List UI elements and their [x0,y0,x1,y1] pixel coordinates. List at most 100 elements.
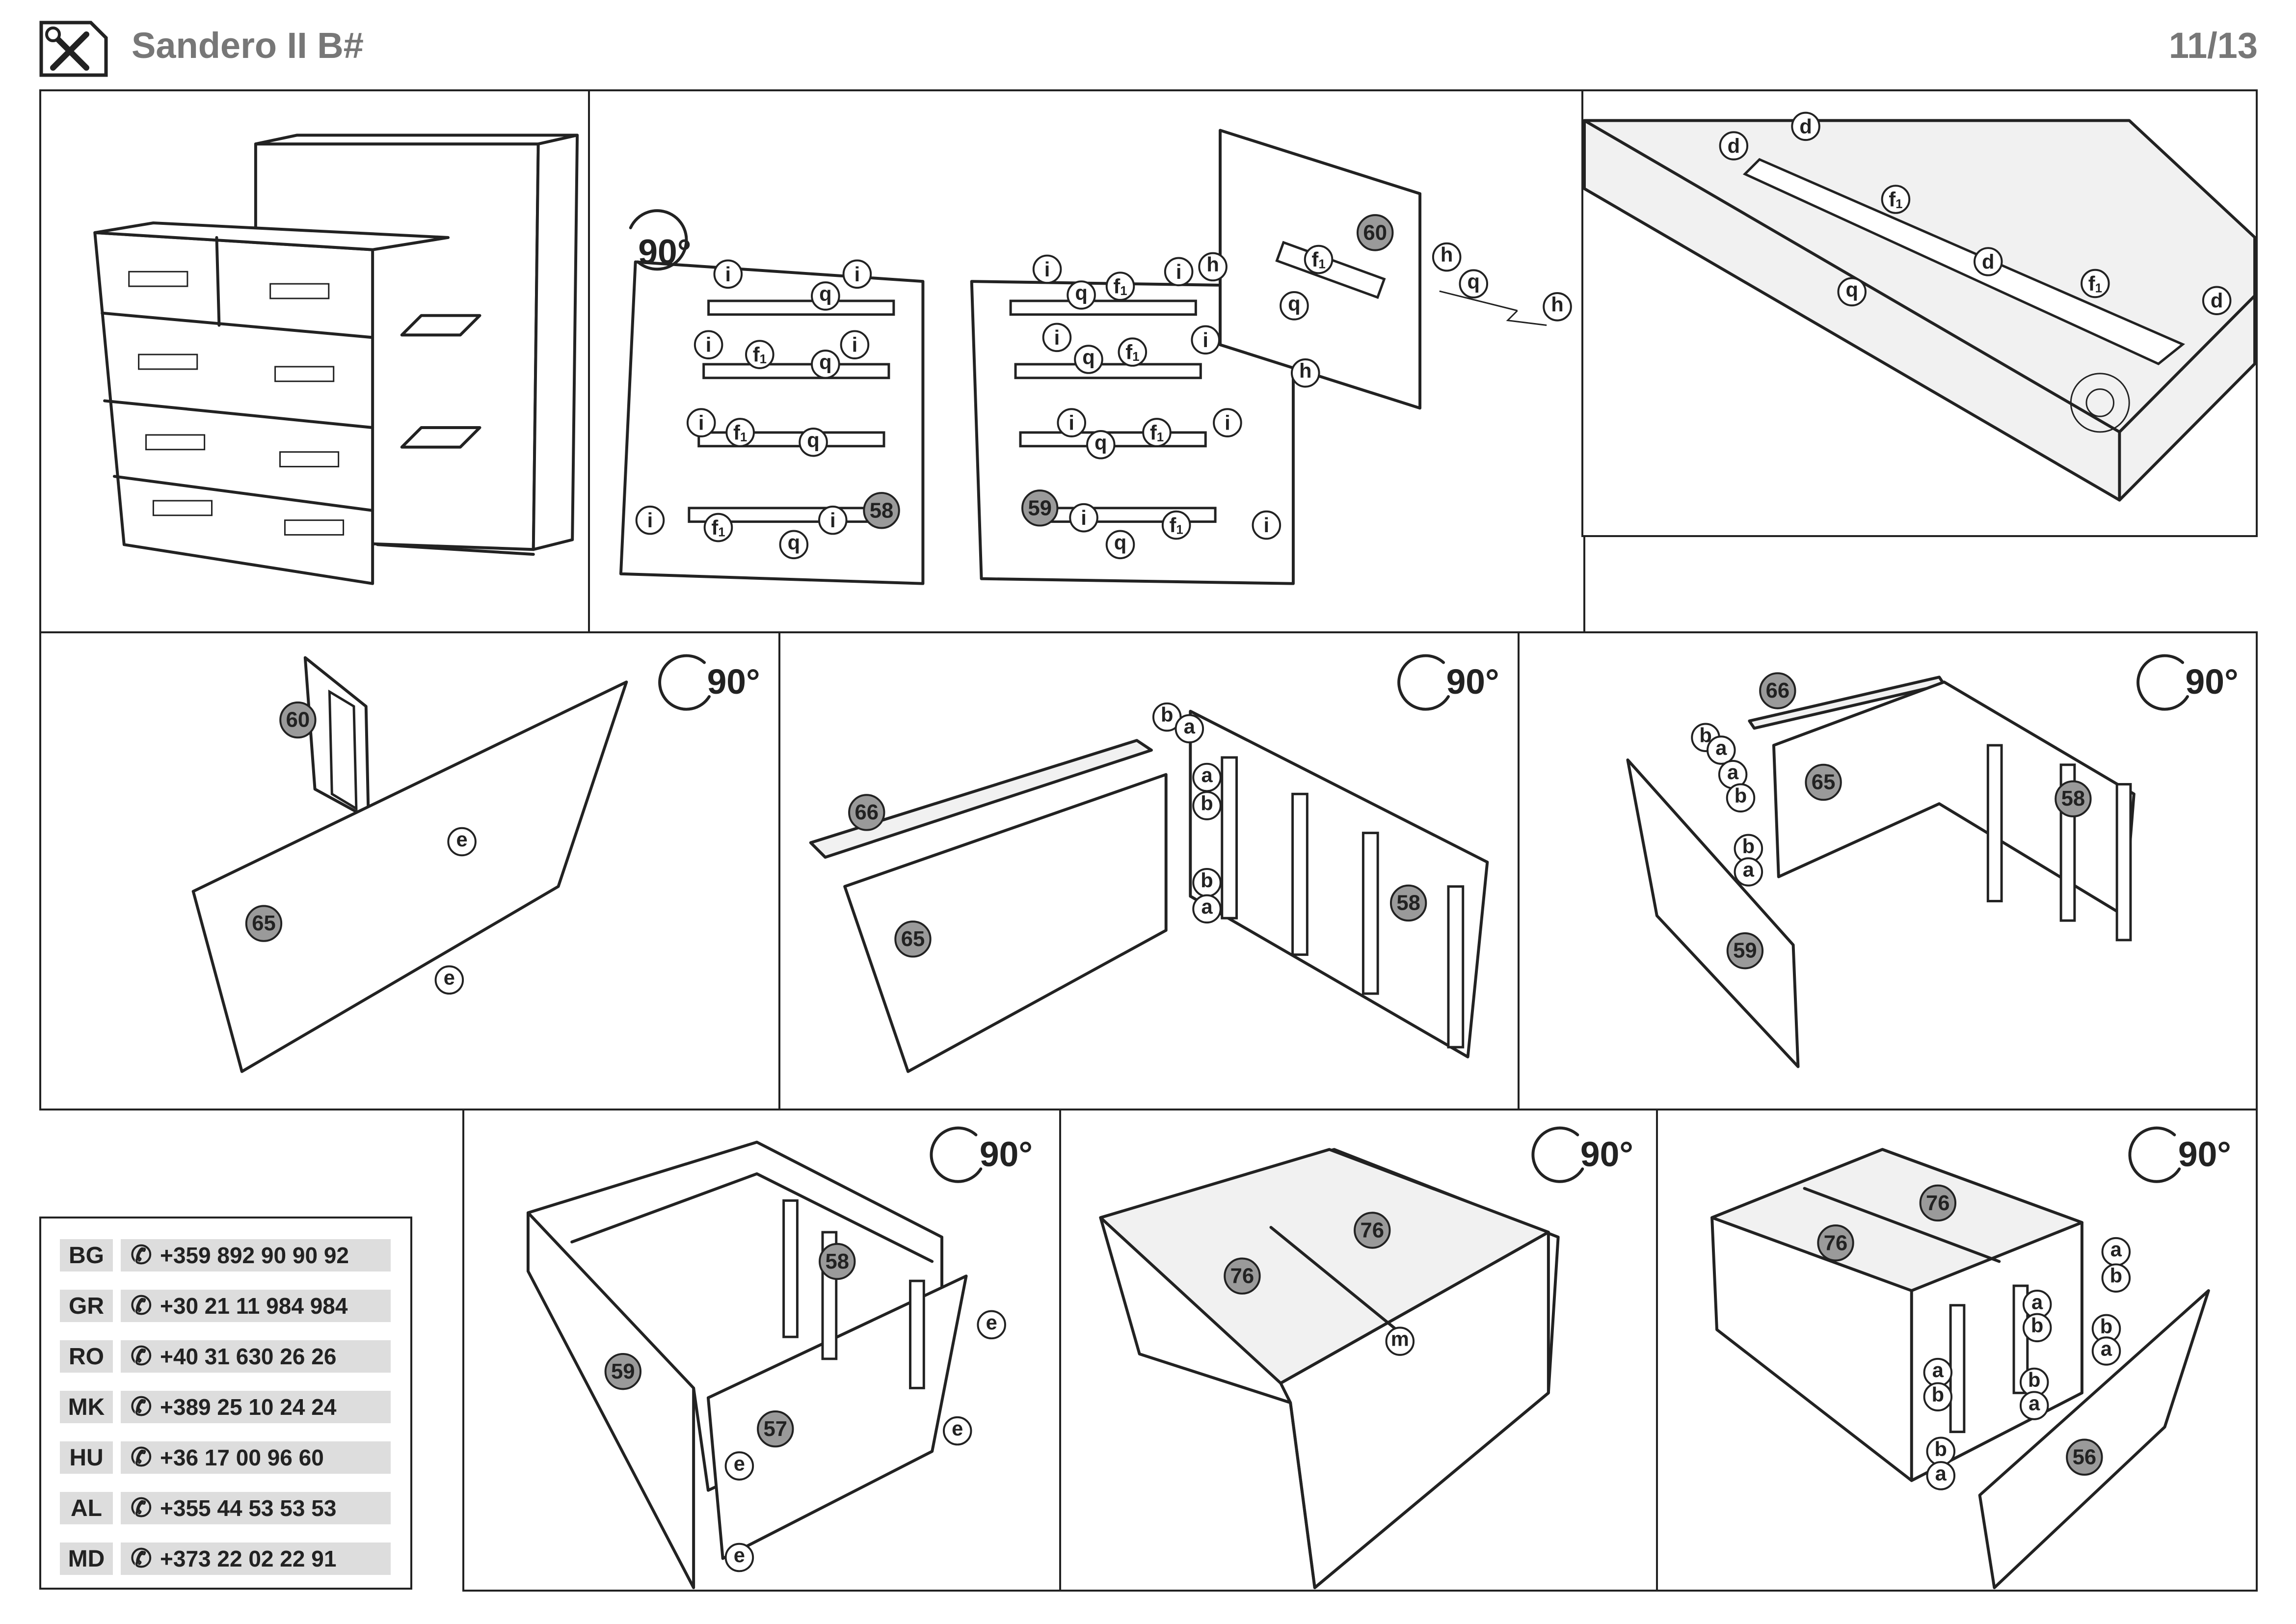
svg-text:e: e [952,1417,963,1440]
rotate-90-icon: 90° [930,1126,1033,1183]
svg-text:i: i [854,263,860,286]
svg-text:90°: 90° [707,662,760,702]
page-number: 11/13 [2168,25,2258,66]
svg-text:90°: 90° [2186,662,2239,702]
svg-text:e: e [734,1543,745,1567]
svg-text:a: a [1727,760,1739,784]
subscript-label: 1 [1120,284,1127,298]
svg-text:q: q [1288,292,1300,315]
svg-text:b: b [1201,792,1213,815]
svg-text:b: b [2031,1314,2043,1337]
panel-furniture-overview [39,89,590,633]
svg-text:56: 56 [2073,1445,2097,1469]
svg-text:b: b [1201,868,1213,892]
phone-icon: ✆ [131,1544,152,1573]
svg-text:i: i [1264,514,1270,537]
phone-number: ✆+359 892 90 90 92 [121,1239,391,1272]
rotate-90-icon: 90° [2128,1126,2231,1183]
svg-text:i: i [852,333,858,356]
svg-text:76: 76 [1926,1191,1950,1215]
svg-text:76: 76 [1361,1218,1385,1243]
subscript-label: 1 [760,352,767,366]
panel-base-panel-step: 90° 66 65 58 b a a b b a [778,631,1521,1110]
svg-text:i: i [706,333,712,356]
svg-text:d: d [2211,289,2223,312]
phone-number-text: +30 21 11 984 984 [160,1293,348,1319]
svg-text:60: 60 [286,708,310,732]
svg-text:65: 65 [1812,770,1836,794]
drawer-runner-illustration: 90° i i q i f1 q i i f1 q i f1 q i 58 i … [619,129,1572,585]
svg-text:60: 60 [1363,220,1387,244]
rotate-90-icon: 90° [629,209,691,272]
svg-text:b: b [2110,1264,2122,1287]
subscript-label: 1 [1318,257,1325,271]
svg-text:90°: 90° [1580,1135,1633,1174]
panel-front-panel-step: 90° 58 59 57 e e e e [462,1109,1062,1592]
svg-text:a: a [1932,1358,1944,1381]
svg-text:i: i [830,509,836,532]
svg-text:66: 66 [1766,679,1790,703]
subscript-label: 1 [740,431,747,444]
dresser-illustration [93,134,579,585]
svg-text:q: q [1114,531,1126,554]
svg-text:90°: 90° [1446,662,1499,702]
svg-text:a: a [1935,1462,1947,1485]
phone-number-text: +389 25 10 24 24 [160,1394,337,1420]
svg-text:q: q [788,531,800,554]
svg-text:b: b [1742,835,1755,858]
svg-text:d: d [1982,250,1994,273]
country-code: MD [60,1543,113,1575]
svg-text:a: a [2029,1392,2040,1415]
panel-back-panel-step: 90° 66 65 58 59 b a a b b a [1518,631,2258,1110]
phone-icon: ✆ [131,1292,152,1320]
svg-text:58: 58 [1396,891,1420,915]
svg-text:66: 66 [854,801,879,824]
svg-text:i: i [647,509,653,532]
svg-text:e: e [734,1452,745,1475]
top-panel-illustration: 90° 76 76 m [1099,1126,1633,1590]
phone-icon: ✆ [131,1241,152,1270]
phone-icon: ✆ [131,1342,152,1371]
svg-text:e: e [456,828,468,851]
svg-text:a: a [2110,1238,2122,1261]
phone-number: ✆+373 22 02 22 91 [121,1543,391,1575]
subscript-label: 1 [1157,431,1164,444]
svg-text:76: 76 [1824,1231,1848,1255]
country-code: AL [60,1492,113,1524]
svg-text:58: 58 [870,498,894,522]
svg-text:58: 58 [825,1249,849,1273]
svg-text:q: q [819,282,831,305]
contact-row: BG✆+359 892 90 90 92 [60,1239,391,1272]
svg-text:q: q [1846,278,1858,301]
svg-text:i: i [1044,258,1050,281]
subscript-label: 1 [1176,523,1183,537]
svg-text:a: a [1715,736,1727,759]
svg-text:q: q [1082,346,1095,369]
svg-text:e: e [444,966,455,989]
contact-row: RO✆+40 31 630 26 26 [60,1340,391,1373]
phone-icon: ✆ [131,1443,152,1472]
svg-text:b: b [1161,703,1173,726]
country-code: RO [60,1340,113,1373]
svg-text:h: h [1551,293,1563,316]
contact-row: MD✆+373 22 02 22 91 [60,1543,391,1575]
front-panel-illustration: 90° 58 59 57 e e e e [526,1126,1033,1590]
svg-text:i: i [1225,411,1230,434]
svg-text:57: 57 [764,1417,788,1441]
country-code: HU [60,1441,113,1474]
subscript-label: 1 [718,525,725,539]
svg-text:q: q [1095,431,1107,454]
svg-text:58: 58 [2061,787,2085,811]
svg-text:i: i [1081,506,1087,529]
svg-text:a: a [1201,895,1213,918]
phone-number: ✆+355 44 53 53 53 [121,1492,391,1524]
phone-icon: ✆ [131,1393,152,1421]
back-panel-illustration: 90° 66 65 58 59 b a a b b a [1626,654,2239,1068]
svg-text:q: q [807,428,819,451]
svg-text:a: a [1201,763,1213,786]
panel-runner-detail: d d f1 q d f1 d [1581,89,2258,537]
panel-rear-panel-step: 90° 76 76 56 a b a b b a a b b a b a [1656,1109,2258,1592]
svg-text:59: 59 [1733,939,1757,963]
svg-text:59: 59 [1028,496,1052,520]
